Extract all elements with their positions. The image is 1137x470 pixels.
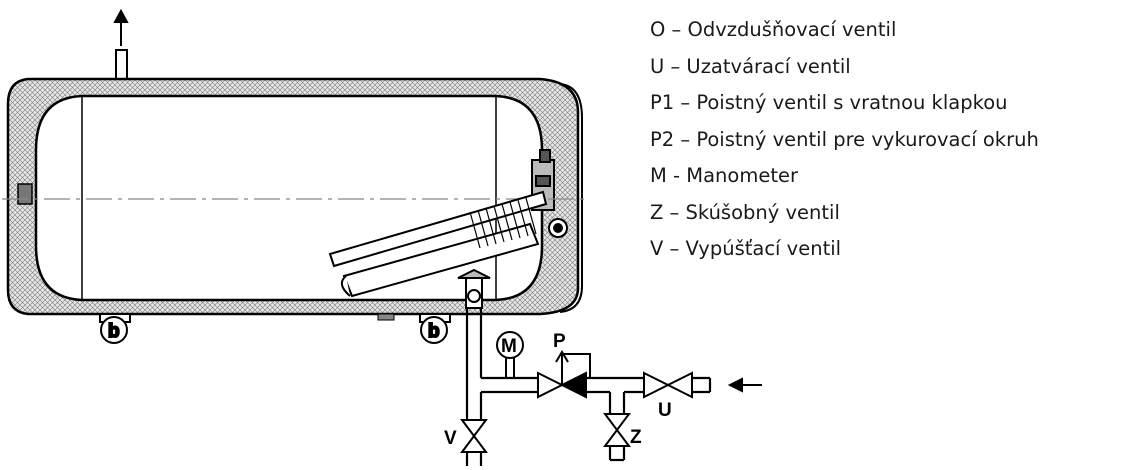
test-valve: Z (603, 413, 642, 448)
legend-item-o: O – Odvzdušňovací ventil (650, 18, 897, 41)
legend-item-p2: P2 – Poistný ventil pre vykurovací okruh (650, 127, 1039, 151)
svg-text:U: U (658, 400, 672, 421)
bottom-drain-plug (377, 313, 395, 321)
safety-valve: P (537, 331, 591, 399)
inlet-fitting (457, 268, 491, 309)
cold-water-inlet-arrow (727, 377, 762, 393)
legend-item-m: M - Manometer (650, 164, 798, 187)
mounting-foot-left: b (99, 313, 131, 344)
heating-element (328, 190, 548, 298)
svg-text:Z: Z (630, 427, 642, 448)
shutoff-valve: U (643, 371, 693, 421)
svg-text:M: M (501, 336, 517, 357)
tank-vessel (34, 94, 544, 302)
svg-text:P: P (553, 331, 566, 352)
drain-valve: V (444, 419, 488, 453)
legend-item-p1: P1 – Poistný ventil s vratnou klapkou (650, 91, 1008, 114)
control-panel-cover (531, 83, 583, 313)
legend-item-v: V – Vypúšťací ventil (650, 237, 842, 260)
svg-text:b: b (428, 321, 440, 342)
supply-piping (465, 308, 712, 466)
left-fitting (17, 183, 33, 205)
legend: O – Odvzdušňovací ventil U – Uzatvárací … (650, 18, 1039, 274)
manometer: M (496, 331, 524, 378)
legend-item-u: U – Uzatvárací ventil (650, 54, 851, 78)
legend-item-z: Z – Skúšobný ventil (650, 200, 840, 224)
svg-text:b: b (108, 321, 120, 342)
svg-text:V: V (444, 428, 457, 449)
air-outlet-arrow (113, 8, 129, 46)
mounting-foot-right: b (419, 313, 451, 344)
